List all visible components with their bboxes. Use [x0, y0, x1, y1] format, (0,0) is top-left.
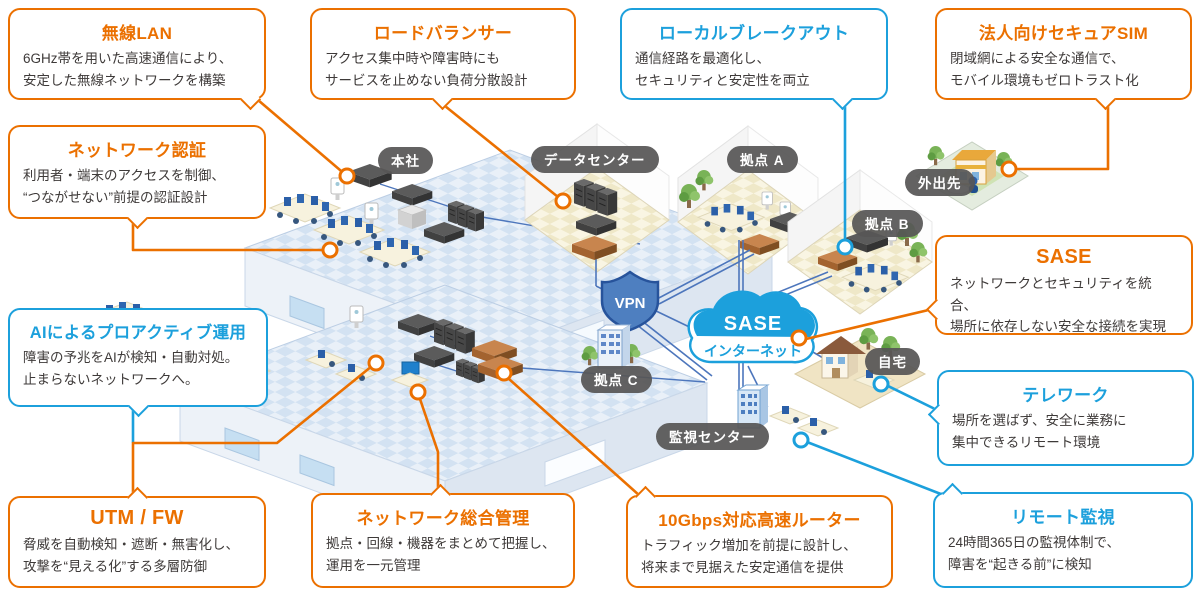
- callout-local-breakout: ローカルブレークアウト 通信経路を最適化し、セキュリティと安定性を両立: [620, 8, 888, 110]
- leader-telework: [887, 384, 940, 413]
- callout-router-10g: 10Gbps対応高速ルーター トラフィック増加を前提に設計し、将来まで見据えた安…: [626, 485, 893, 588]
- leader-network-auth: [131, 219, 323, 252]
- callout-title: リモート監視: [1011, 508, 1115, 527]
- callout-title: 法人向けセキュアSIM: [978, 24, 1149, 43]
- map-label-gaishutsu: 外出先: [905, 169, 975, 196]
- callout-title: ロードバランサー: [373, 24, 513, 43]
- vpn-label: VPN: [615, 295, 646, 312]
- callout-network-management: ネットワーク総合管理 拠点・回線・機器をまとめて把握し、運用を一元管理: [311, 483, 575, 588]
- internet-label: インターネット: [704, 343, 802, 359]
- leader-wireless-lan: [257, 99, 348, 177]
- leader-secure-sim: [1016, 102, 1110, 171]
- map-label-datacenter: データセンター: [531, 146, 659, 173]
- site-c-building: [581, 324, 641, 369]
- map-label-jitaku: 自宅: [865, 348, 920, 375]
- callout-remote-monitoring: リモート監視 24時間365日の監視体制で、障害を“起きる前”に検知: [933, 482, 1193, 588]
- sase-cloud: SASE インターネット: [687, 290, 819, 364]
- callout-title: AIによるプロアクティブ運用: [29, 324, 247, 342]
- vpn-shield: VPN: [600, 270, 660, 332]
- callout-network-auth: ネットワーク認証 利用者・端末のアクセスを制御、“つながせない”前提の認証設計: [8, 125, 266, 229]
- callout-wireless-lan: 無線LAN 6GHz帯を用いた高速通信により、安定した無線ネットワークを構築: [8, 8, 266, 110]
- callout-title: ネットワーク総合管理: [356, 509, 530, 528]
- leader-load-balancer: [439, 100, 564, 203]
- map-label-kanshi: 監視センター: [656, 423, 769, 450]
- leader-sase: [805, 306, 938, 341]
- map-label-site-a: 拠点 A: [727, 146, 798, 173]
- leader-utm-fw: [131, 364, 373, 494]
- callout-utm-fw: UTM / FW 脅威を自動検知・遮断・無害化し、攻撃を“見える化”する多層防御: [8, 486, 266, 588]
- callout-load-balancer: ロードバランサー アクセス集中時や障害時にもサービスを止めない負荷分散設計: [310, 8, 576, 110]
- leader-router-10g: [508, 378, 641, 497]
- callout-title: SASE: [1036, 246, 1092, 268]
- callout-title: テレワーク: [1022, 386, 1109, 405]
- callout-title: ローカルブレークアウト: [658, 24, 850, 43]
- callout-secure-sim: 法人向けセキュアSIM 閉域網による安全な通信で、モバイル環境もゼロトラスト化: [935, 8, 1192, 110]
- callout-title: UTM / FW: [90, 507, 184, 529]
- callout-title: ネットワーク認証: [67, 141, 207, 160]
- map-label-honsha: 本社: [378, 147, 433, 174]
- callout-ai-proactive: AIによるプロアクティブ運用 障害の予兆をAIが検知・自動対処。止まらないネット…: [8, 308, 268, 417]
- leader-remote-monitoring: [806, 440, 947, 498]
- callout-title: 無線LAN: [101, 24, 173, 43]
- monitoring-center: [736, 384, 839, 437]
- leader-network-management: [418, 398, 440, 494]
- callout-title: 10Gbps対応高速ルーター: [658, 511, 861, 530]
- sase-cloud-label: SASE: [724, 313, 782, 335]
- map-label-site-b: 拠点 B: [852, 210, 923, 237]
- map-label-site-c: 拠点 C: [581, 366, 652, 393]
- callout-sase: SASE ネットワークとセキュリティを統合、場所に依存しない安全な接続を実現: [925, 235, 1193, 335]
- callout-telework: テレワーク 場所を選ばず、安全に業務に集中できるリモート環境: [927, 370, 1194, 466]
